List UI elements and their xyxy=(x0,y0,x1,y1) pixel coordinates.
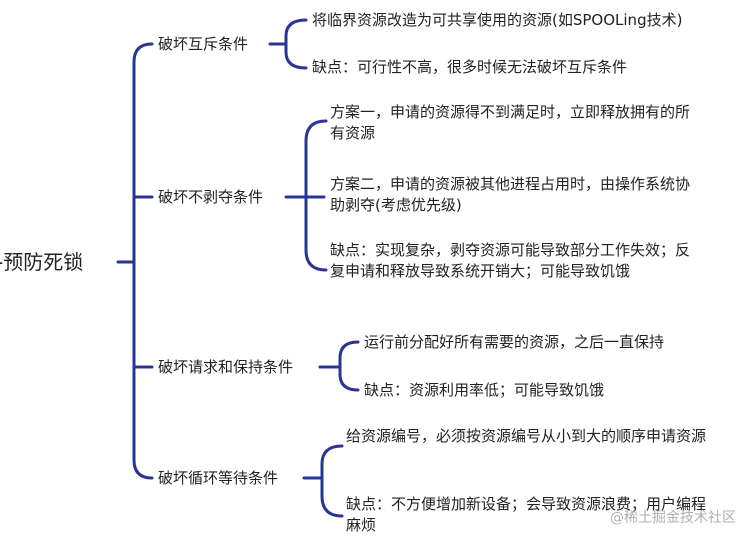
branch3-bracket xyxy=(338,340,360,392)
leaf-text: 缺点：可行性不高，很多时候无法破坏互斥条件 xyxy=(312,58,628,76)
branch1-bracket xyxy=(284,18,308,70)
leaf-text: 方案一，申请的资源得不到满足时，立即释放拥有的所有资源 xyxy=(330,103,691,142)
root-topic: -预防死锁 xyxy=(0,250,84,274)
branch-label: 破坏请求和保持条件 xyxy=(158,358,294,376)
leaf-text: 缺点：实现复杂，剥夺资源可能导致部分工作失效；反复申请和释放导致系统开销大；可能… xyxy=(330,241,691,280)
leaf-text: 缺点：不方便增加新设备；会导致资源浪费；用户编程麻烦 xyxy=(346,495,707,534)
branch-label: 破坏循环等待条件 xyxy=(158,469,279,487)
watermark: @稀土掘金技术社区 xyxy=(610,510,736,526)
branch-label: 破坏互斥条件 xyxy=(158,35,249,53)
leaf-text: 将临界资源改造为可共享使用的资源(如SPOOLing技术) xyxy=(312,11,683,29)
leaf-text: 运行前分配好所有需要的资源，之后一直保持 xyxy=(364,333,665,351)
main-spine xyxy=(132,42,154,480)
branch4-bracket xyxy=(320,444,344,518)
leaf-text: 方案二，申请的资源被其他进程占用时，由操作系统协助剥夺(考虑优先级) xyxy=(330,175,691,214)
leaf-text: 缺点：资源利用率低；可能导致饥饿 xyxy=(364,381,605,399)
leaf-text: 给资源编号，必须按资源编号从小到大的顺序申请资源 xyxy=(346,427,707,445)
branch-label: 破坏不剥夺条件 xyxy=(158,188,264,206)
